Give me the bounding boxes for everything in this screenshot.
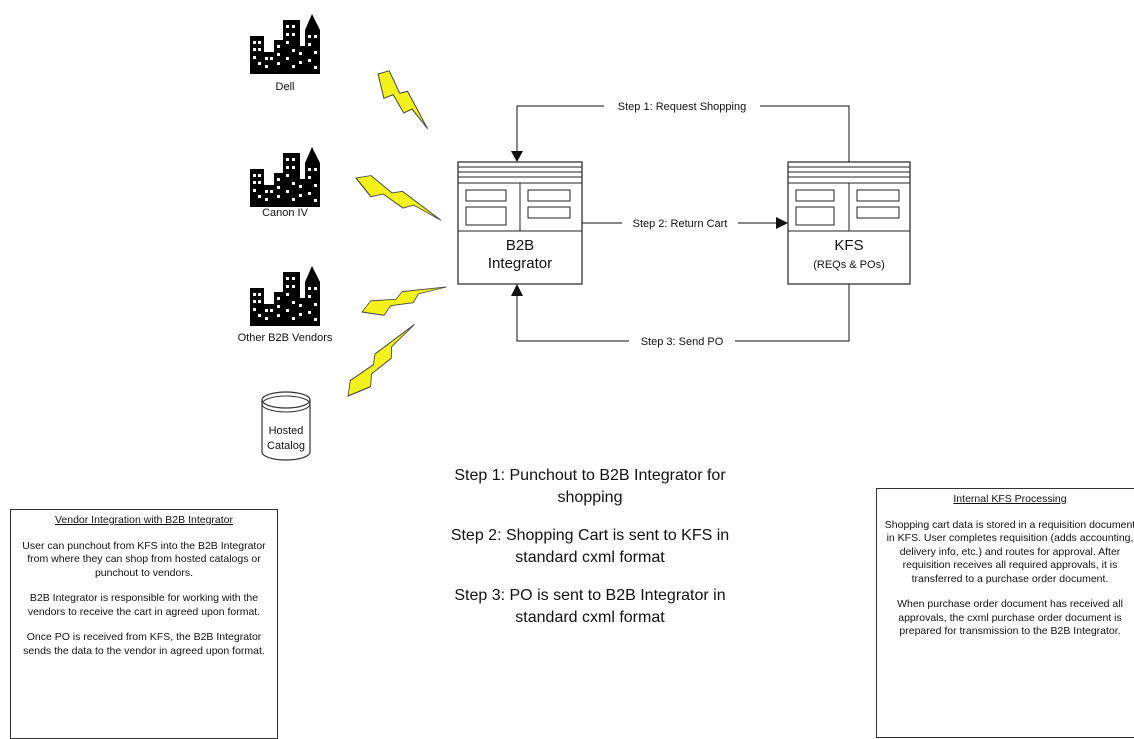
integrator-title-line2: Integrator <box>488 255 552 272</box>
step3-connector <box>511 284 850 342</box>
kfs-node <box>787 161 911 285</box>
lightning-bolt-icon <box>351 172 447 221</box>
step1-connector <box>511 105 850 162</box>
city-buildings-icon <box>250 266 320 326</box>
step2-description: Step 2: Shopping Cart is sent to KFS in … <box>450 527 730 566</box>
lightning-bolt-icon <box>359 259 448 336</box>
note-paragraph: User can punchout from KFS into the B2B … <box>22 539 266 579</box>
note-paragraph: Shopping cart data is stored in a requis… <box>884 518 1134 585</box>
vendor-label-dell: Dell <box>276 81 295 93</box>
database-cylinder-icon <box>261 391 311 461</box>
step1-arrow-label: Step 1: Request Shopping <box>618 101 746 113</box>
vendor-integration-note: Vendor Integration with B2B Integrator U… <box>10 509 278 739</box>
step1-description: Step 1: Punchout to B2B Integrator for s… <box>454 467 726 506</box>
note-paragraph: Once PO is received from KFS, the B2B In… <box>23 631 265 657</box>
note-paragraph: B2B Integrator is responsible for workin… <box>27 592 261 618</box>
catalog-label-line2: Catalog <box>267 440 305 452</box>
integration-diagram: Dell Canon IV Other B2B Vendors Hosted C… <box>238 14 911 461</box>
vendor-label-other: Other B2B Vendors <box>238 332 333 344</box>
catalog-label-line1: Hosted <box>269 425 304 437</box>
lightning-bolt-icon <box>343 309 416 410</box>
b2b-integrator-node <box>457 161 583 285</box>
note-paragraph: When purchase order document has receive… <box>897 598 1123 637</box>
internal-kfs-processing-note: Internal KFS Processing Shopping cart da… <box>876 488 1134 738</box>
kfs-title: KFS <box>834 237 863 254</box>
note-title: Internal KFS Processing <box>953 493 1067 505</box>
city-buildings-icon <box>250 14 320 74</box>
steps-summary: Step 1: Punchout to B2B Integrator for s… <box>440 465 740 645</box>
step2-connector <box>582 217 788 229</box>
kfs-subtitle: (REQs & POs) <box>813 259 885 271</box>
note-title: Vendor Integration with B2B Integrator <box>54 514 234 526</box>
step2-arrow-label: Step 2: Return Cart <box>633 218 728 230</box>
step3-description: Step 3: PO is sent to B2B Integrator in … <box>454 587 726 626</box>
step3-arrow-label: Step 3: Send PO <box>641 336 724 348</box>
integrator-title-line1: B2B <box>506 237 534 254</box>
vendor-label-canon: Canon IV <box>262 207 309 219</box>
lightning-bolt-icon <box>367 67 440 130</box>
city-buildings-icon <box>250 147 320 207</box>
